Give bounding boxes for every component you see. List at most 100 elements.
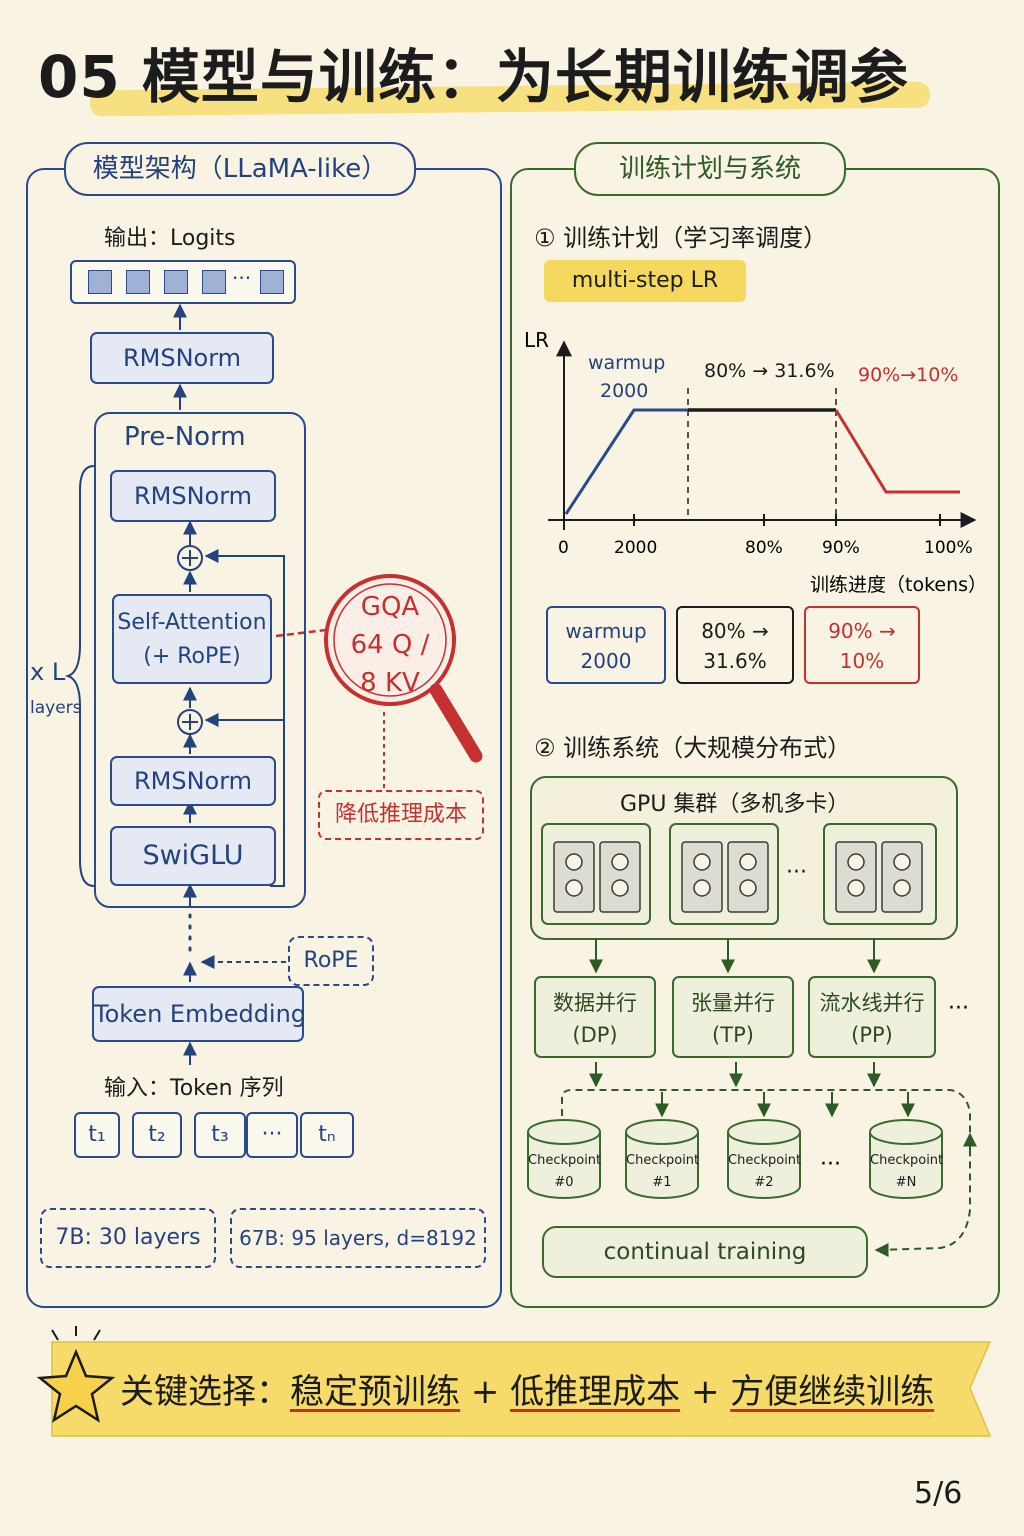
dp-abbrev: (DP) bbox=[572, 1023, 618, 1047]
continual-training-box: continual training bbox=[542, 1226, 868, 1278]
banner-easy-continual-training: 方便继续训练 bbox=[730, 1372, 935, 1412]
chart-x-tick-2000: 2000 bbox=[614, 538, 658, 558]
layers-word: layers bbox=[30, 698, 82, 718]
lr-type-tag: multi-step LR bbox=[544, 260, 746, 302]
schedule-section-title: ① 训练计划（学习率调度） bbox=[534, 224, 828, 252]
logit-cell bbox=[202, 270, 226, 294]
pp-abbrev: (PP) bbox=[851, 1023, 893, 1047]
page-number: 5/6 bbox=[914, 1476, 963, 1511]
token-1: t₁ bbox=[74, 1112, 120, 1158]
token-embedding: Token Embedding bbox=[92, 986, 306, 1042]
input-label: 输入：Token 序列 bbox=[104, 1076, 284, 1101]
final-rmsnorm: RMSNorm bbox=[90, 332, 274, 384]
chart-warmup-label: warmup bbox=[588, 352, 666, 374]
chart-x-tick-0: 0 bbox=[558, 538, 569, 558]
token-n: tₙ bbox=[300, 1112, 354, 1158]
logit-cell bbox=[88, 270, 112, 294]
checkpoint-number: #2 bbox=[754, 1175, 774, 1190]
transformer-block bbox=[94, 412, 306, 908]
checkpoint-1: Checkpoint #1 bbox=[626, 1150, 700, 1194]
training-header: 训练计划与系统 bbox=[574, 142, 846, 196]
legend-step1-label: 80% → bbox=[701, 619, 769, 643]
checkpoint-number: #1 bbox=[652, 1175, 672, 1190]
banner-plus: + bbox=[690, 1372, 720, 1412]
tp-label: 张量并行 bbox=[691, 991, 775, 1015]
cluster-ellipsis: ··· bbox=[786, 860, 807, 885]
chart-warmup-steps: 2000 bbox=[600, 380, 649, 402]
checkpoint-number: #N bbox=[895, 1175, 917, 1190]
chart-x-tick-100: 100% bbox=[924, 538, 973, 558]
checkpoint-0: Checkpoint #0 bbox=[528, 1150, 602, 1194]
config-7b: 7B: 30 layers bbox=[40, 1208, 216, 1268]
token-2: t₂ bbox=[132, 1112, 182, 1158]
banner-stable-pretraining: 稳定预训练 bbox=[290, 1372, 460, 1412]
checkpoint-n: Checkpoint #N bbox=[870, 1150, 944, 1194]
legend-warmup: warmup 2000 bbox=[546, 606, 666, 684]
tp-abbrev: (TP) bbox=[712, 1023, 754, 1047]
architecture-header: 模型架构（LLaMA-like） bbox=[64, 142, 416, 196]
swiglu-box: SwiGLU bbox=[110, 826, 276, 886]
legend-step1-value: 31.6% bbox=[703, 649, 767, 673]
checkpoint-label: Checkpoint bbox=[626, 1153, 700, 1168]
checkpoint-number: #0 bbox=[554, 1175, 574, 1190]
checkpoint-label: Checkpoint bbox=[870, 1153, 944, 1168]
rope-tag: RoPE bbox=[288, 936, 374, 986]
chart-y-label: LR bbox=[524, 328, 550, 352]
token-ellipsis: ··· bbox=[246, 1112, 298, 1158]
config-67b: 67B: 95 layers, d=8192 bbox=[230, 1208, 486, 1268]
chart-step2-label: 90%→10% bbox=[858, 364, 959, 386]
block-rmsnorm-bottom: RMSNorm bbox=[110, 756, 276, 806]
decay-segment bbox=[834, 409, 960, 494]
gqa-note: 降低推理成本 bbox=[318, 790, 484, 840]
banner-plus: + bbox=[470, 1372, 500, 1412]
chart-step1-label: 80% → 31.6% bbox=[704, 360, 835, 382]
pp-label: 流水线并行 bbox=[819, 991, 925, 1015]
checkpoint-ellipsis: ··· bbox=[820, 1152, 841, 1177]
tensor-parallel-box: 张量并行 (TP) bbox=[672, 976, 794, 1058]
banner-lead: 关键选择： bbox=[120, 1372, 290, 1412]
layers-multiplier: x L bbox=[30, 658, 66, 686]
self-attention-box: Self-Attention (+ RoPE) bbox=[112, 594, 272, 684]
gqa-kv-heads: 8 KV bbox=[360, 668, 420, 698]
warmup-segment bbox=[564, 408, 688, 515]
dp-label: 数据并行 bbox=[553, 991, 637, 1015]
cluster-label: GPU 集群（多机多卡） bbox=[620, 792, 850, 817]
legend-step2-label: 90% → bbox=[828, 619, 896, 643]
logits-row: ··· bbox=[70, 260, 296, 304]
gqa-lens: GQA 64 Q / 8 KV bbox=[334, 588, 446, 702]
chart-x-tick-90: 90% bbox=[822, 538, 860, 558]
prenorm-label: Pre-Norm bbox=[124, 422, 246, 452]
system-section-title: ② 训练系统（大规模分布式） bbox=[534, 734, 852, 762]
legend-warmup-value: 2000 bbox=[580, 649, 632, 673]
checkpoint-2: Checkpoint #2 bbox=[728, 1150, 802, 1194]
legend-warmup-label: warmup bbox=[565, 619, 647, 643]
token-3: t₃ bbox=[194, 1112, 246, 1158]
legend-step2-value: 10% bbox=[839, 649, 885, 673]
chart-x-tick-80: 80% bbox=[745, 538, 783, 558]
gqa-query-heads: 64 Q / bbox=[350, 630, 430, 660]
logit-ellipsis: ··· bbox=[232, 266, 252, 290]
gqa-title: GQA bbox=[360, 592, 420, 622]
attention-rope: (+ RoPE) bbox=[143, 644, 241, 669]
attention-title: Self-Attention bbox=[117, 610, 267, 635]
parallel-ellipsis: ··· bbox=[948, 996, 969, 1021]
checkpoint-label: Checkpoint bbox=[528, 1153, 602, 1168]
lr-schedule-chart bbox=[548, 340, 977, 530]
output-label: 输出：Logits bbox=[104, 226, 236, 251]
key-choice-banner: 关键选择：稳定预训练 + 低推理成本 + 方便继续训练 bbox=[120, 1364, 934, 1413]
pipeline-parallel-box: 流水线并行 (PP) bbox=[808, 976, 936, 1058]
logit-cell bbox=[260, 270, 284, 294]
page-title: 05 模型与训练：为长期训练调参 bbox=[38, 43, 909, 111]
logit-cell bbox=[126, 270, 150, 294]
legend-step2: 90% → 10% bbox=[804, 606, 920, 684]
star-icon bbox=[36, 1348, 116, 1423]
legend-step1: 80% → 31.6% bbox=[676, 606, 794, 684]
block-rmsnorm-top: RMSNorm bbox=[110, 470, 276, 522]
checkpoint-label: Checkpoint bbox=[728, 1153, 802, 1168]
chart-x-label: 训练进度（tokens） bbox=[810, 574, 988, 596]
data-parallel-box: 数据并行 (DP) bbox=[534, 976, 656, 1058]
logit-cell bbox=[164, 270, 188, 294]
